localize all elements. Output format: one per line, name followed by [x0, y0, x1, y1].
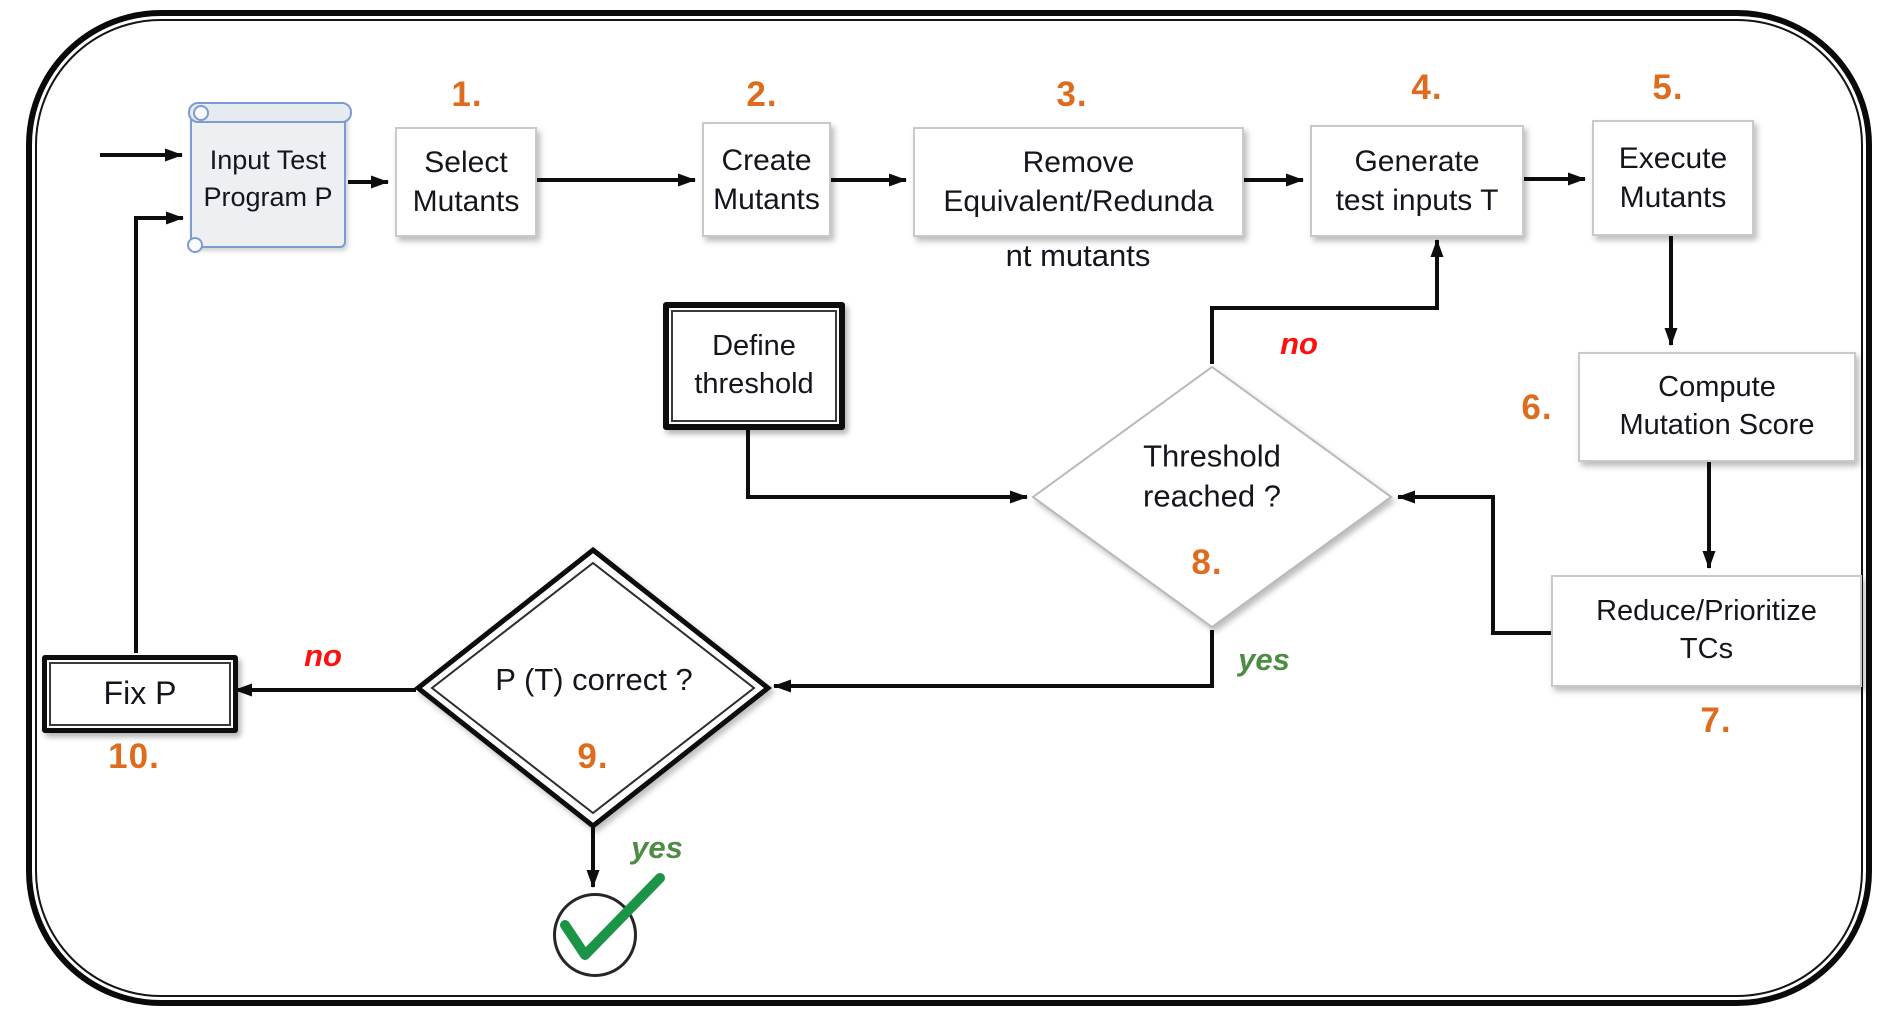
scroll-roll-top [188, 102, 352, 123]
edge-threshold-no-to-generate [1210, 239, 1444, 364]
scroll-shape: Input Test Program P [190, 109, 346, 248]
scroll-curl-icon [187, 237, 203, 253]
edge-label-threshold-yes: yes [1238, 642, 1290, 677]
node-label: Compute Mutation Score [1619, 371, 1815, 441]
step-number-1: 1. [451, 75, 483, 114]
scroll-curl-icon [193, 105, 209, 121]
node-label-overflow: nt mutants [1005, 237, 1151, 273]
node-pt-correct [414, 546, 772, 830]
checkmark-icon [560, 873, 665, 960]
node-select-mutants: Select Mutants [395, 127, 537, 237]
node-fix-p: Fix P [42, 655, 238, 733]
node-define-threshold: Define threshold [663, 302, 845, 430]
node-threshold-reached [1031, 365, 1393, 629]
node-label: Threshold reached ? [1143, 438, 1281, 514]
edge-define-to-threshold [746, 418, 1028, 504]
outer-frame [26, 10, 1872, 1006]
node-generate-test-inputs: Generate test inputs T [1310, 125, 1524, 237]
edge-threshold-yes-to-pt [773, 630, 1214, 693]
node-label: Generate test inputs T [1335, 145, 1499, 217]
step-number-8: 8. [1191, 543, 1223, 582]
step-number-5: 5. [1652, 68, 1684, 107]
node-input-test-program: Input Test Program P [187, 102, 352, 253]
node-label: Reduce/Prioritize TCs [1596, 595, 1817, 665]
step-number-4: 4. [1411, 68, 1443, 107]
step-number-10: 10. [108, 737, 160, 776]
node-label: Remove Equivalent/Redunda [943, 146, 1214, 218]
node-execute-mutants: Execute Mutants [1592, 120, 1754, 236]
node-label: Execute Mutants [1618, 142, 1728, 214]
edge-fixp-to-input [134, 211, 184, 653]
edge-label-threshold-no: no [1280, 326, 1318, 361]
step-number-7: 7. [1700, 701, 1732, 740]
node-label: Input Test Program P [203, 145, 333, 212]
node-label: Define threshold [694, 330, 814, 400]
node-label: Fix P [103, 675, 177, 712]
node-label: Create Mutants [713, 143, 820, 216]
edge-label-pt-yes: yes [631, 830, 683, 865]
step-number-6: 6. [1521, 388, 1553, 427]
step-number-3: 3. [1056, 75, 1088, 114]
node-create-mutants: Create Mutants [702, 122, 831, 237]
node-label: Select Mutants [412, 146, 520, 218]
edge-reduce-to-threshold [1397, 490, 1551, 635]
outer-frame-inner-line [35, 19, 1863, 997]
edge-label-pt-no: no [304, 638, 342, 673]
node-compute-mutation-score: Compute Mutation Score [1578, 352, 1856, 462]
node-reduce-prioritize-tcs: Reduce/Prioritize TCs [1551, 575, 1862, 687]
step-number-9: 9. [577, 737, 609, 776]
node-label: P (T) correct ? [495, 661, 693, 697]
step-number-2: 2. [746, 75, 778, 114]
node-remove-equivalent-mutants: Remove Equivalent/Redunda [913, 127, 1244, 237]
